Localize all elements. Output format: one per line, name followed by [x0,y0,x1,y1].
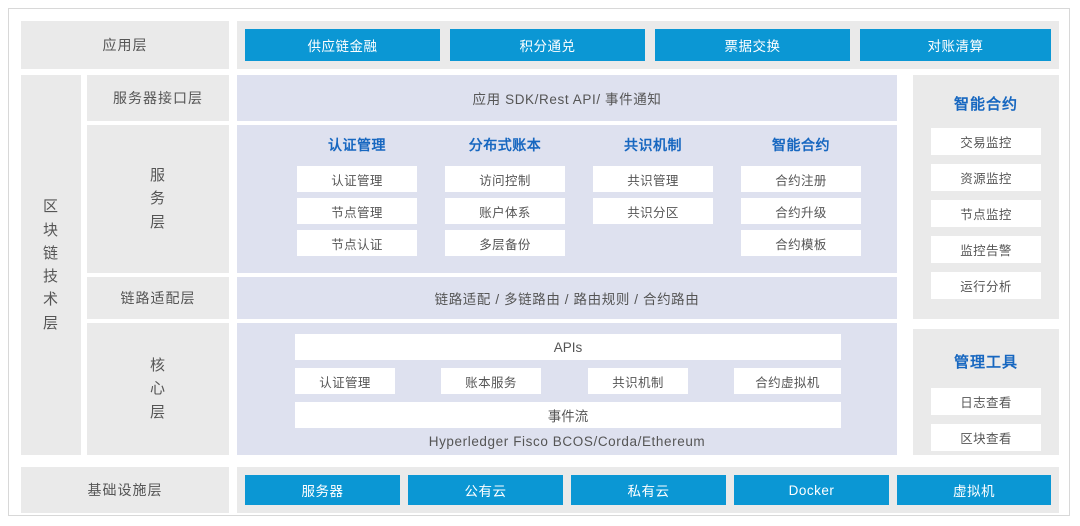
app-button-label: 积分通兑 [519,39,576,54]
service-item[interactable]: 认证管理 [297,166,417,192]
service-column-consensus-mechanism: 共识机制 共识管理 共识分区 [593,135,713,265]
service-item[interactable]: 共识分区 [593,198,713,224]
core-layer-label-char: 心 [149,380,166,398]
service-column-header: 认证管理 [328,137,386,153]
service-item[interactable]: 账户体系 [445,198,565,224]
service-layer-label-char: 层 [149,213,166,231]
core-apis-bar-label: APIs [553,339,583,355]
diagram-frame: 应用层 供应链金融 积分通兑 票据交换 对账清算 区 块 链 技 术 层 服务器… [8,8,1070,516]
application-layer-label: 应用层 [102,37,148,53]
right-panel-management-tools: 管理工具 日志查看 区块查看 [913,329,1059,455]
service-item[interactable]: 合约注册 [741,166,861,192]
infra-button-label: 私有云 [627,484,670,499]
right-panel-item-transaction-monitoring[interactable]: 交易监控 [931,128,1041,155]
service-item[interactable]: 合约模板 [741,230,861,256]
infra-button-docker[interactable]: Docker [734,475,889,505]
vertical-label-char: 技 [42,268,59,285]
app-button-reconciliation-settlement[interactable]: 对账清算 [860,29,1051,61]
infra-button-public-cloud[interactable]: 公有云 [408,475,563,505]
app-button-points-exchange[interactable]: 积分通兑 [450,29,645,61]
app-button-label: 票据交换 [724,39,781,54]
core-item-contract-vm[interactable]: 合约虚拟机 [734,368,841,394]
vertical-label-char: 块 [42,221,59,239]
app-button-label: 对账清算 [927,39,984,54]
infra-button-virtual-machine[interactable]: 虚拟机 [897,475,1051,505]
core-item-auth-management[interactable]: 认证管理 [295,368,395,394]
service-layer-label-char: 务 [149,190,166,208]
right-panel-item-monitoring-alarm[interactable]: 监控告警 [931,236,1041,263]
service-column-header: 智能合约 [772,137,830,153]
infrastructure-layer-label-box: 基础设施层 [21,467,229,513]
service-item[interactable]: 合约升级 [741,198,861,224]
service-item[interactable]: 节点认证 [297,230,417,256]
right-panel-item-block-view[interactable]: 区块查看 [931,424,1041,451]
infra-button-label: 公有云 [464,484,507,499]
application-layer-label-box: 应用层 [21,21,229,69]
service-item[interactable]: 访问控制 [445,166,565,192]
service-item[interactable]: 共识管理 [593,166,713,192]
service-column-header: 分布式账本 [468,137,542,153]
application-layer-buttons-band: 供应链金融 积分通兑 票据交换 对账清算 [237,21,1059,69]
core-apis-bar[interactable]: APIs [295,334,841,360]
right-panel-item-operation-analysis[interactable]: 运行分析 [931,272,1041,299]
infrastructure-layer-label: 基础设施层 [87,482,163,498]
server-interface-layer-label-box: 服务器接口层 [87,75,229,121]
right-panel-title: 管理工具 [953,354,1018,371]
service-item[interactable]: 节点管理 [297,198,417,224]
link-adaptation-layer-label: 链路适配层 [120,290,196,306]
blockchain-tech-layer-vertical-label: 区 块 链 技 术 层 [21,75,81,455]
vertical-label-char: 层 [42,314,59,332]
service-column-distributed-ledger: 分布式账本 访问控制 账户体系 多层备份 [445,135,565,265]
infra-button-label: 虚拟机 [953,484,995,499]
core-event-stream-label: 事件流 [547,409,589,424]
core-item-consensus-mechanism[interactable]: 共识机制 [588,368,688,394]
core-item-ledger-service[interactable]: 账本服务 [441,368,541,394]
right-panel-item-log-view[interactable]: 日志查看 [931,388,1041,415]
right-panel-item-resource-monitoring[interactable]: 资源监控 [931,164,1041,191]
core-layer-label-char: 层 [149,403,166,421]
core-layer-label-char: 核 [149,357,166,375]
server-interface-layer-label: 服务器接口层 [113,90,203,106]
core-footer-platforms: Hyperledger Fisco BCOS/Corda/Ethereum [237,428,897,454]
app-button-bill-exchange[interactable]: 票据交换 [655,29,850,61]
core-event-stream-bar[interactable]: 事件流 [295,402,841,428]
service-item[interactable]: 多层备份 [445,230,565,256]
service-column-header: 共识机制 [624,137,682,153]
right-panel-smart-contract: 智能合约 交易监控 资源监控 节点监控 监控告警 运行分析 [913,75,1059,319]
right-panel-title: 智能合约 [953,96,1018,113]
app-button-label: 供应链金融 [307,39,378,54]
infra-button-label: Docker [788,482,835,498]
infrastructure-layer-buttons-band: 服务器 公有云 私有云 Docker 虚拟机 [237,467,1059,513]
server-interface-layer-band-text: 应用 SDK/Rest API/ 事件通知 [472,92,662,107]
service-layer-label-char: 服 [149,167,166,185]
service-column-auth-management: 认证管理 认证管理 节点管理 节点认证 [297,135,417,265]
link-adaptation-layer-band-text: 链路适配 / 多链路由 / 路由规则 / 合约路由 [434,292,700,307]
core-footer-platforms-text: Hyperledger Fisco BCOS/Corda/Ethereum [428,433,706,449]
service-column-smart-contract: 智能合约 合约注册 合约升级 合约模板 [741,135,861,265]
link-adaptation-layer-band: 链路适配 / 多链路由 / 路由规则 / 合约路由 [237,277,897,319]
vertical-label-char: 区 [42,198,59,216]
vertical-label-char: 链 [42,244,59,262]
right-panel-item-node-monitoring[interactable]: 节点监控 [931,200,1041,227]
service-layer-panel: 认证管理 认证管理 节点管理 节点认证 分布式账本 访问控制 账户体系 多层备份… [237,125,897,273]
infra-button-server[interactable]: 服务器 [245,475,400,505]
infra-button-label: 服务器 [301,484,344,499]
server-interface-layer-band: 应用 SDK/Rest API/ 事件通知 [237,75,897,121]
service-layer-label-box: 服 务 层 [87,125,229,273]
link-adaptation-layer-label-box: 链路适配层 [87,277,229,319]
infra-button-private-cloud[interactable]: 私有云 [571,475,726,505]
core-layer-panel: APIs 认证管理 账本服务 共识机制 合约虚拟机 事件流 Hyperledge… [237,323,897,455]
app-button-supply-chain-finance[interactable]: 供应链金融 [245,29,440,61]
core-layer-label-box: 核 心 层 [87,323,229,455]
vertical-label-char: 术 [42,291,59,309]
